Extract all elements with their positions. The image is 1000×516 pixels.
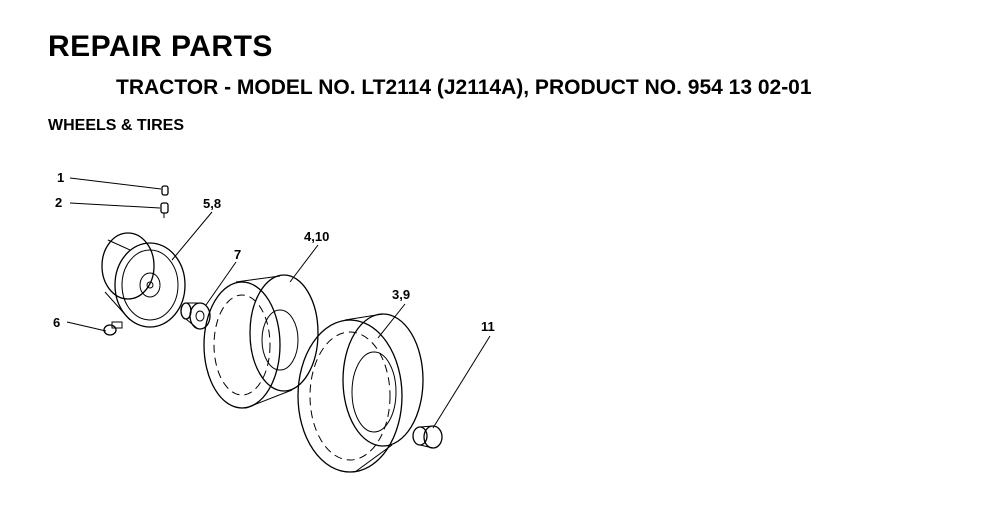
bushing-part xyxy=(180,302,211,330)
page-title: REPAIR PARTS xyxy=(48,30,273,63)
callout-4-10: 4,10 xyxy=(304,229,329,244)
leader-3-9 xyxy=(377,303,406,339)
callout-5-8: 5,8 xyxy=(203,196,221,211)
front-tire-part xyxy=(203,274,319,409)
callout-6: 6 xyxy=(53,315,60,330)
callout-2: 2 xyxy=(55,195,62,210)
valve-cap-part xyxy=(161,185,169,196)
callout-1: 1 xyxy=(57,170,64,185)
leader-7 xyxy=(205,261,237,306)
hub-cap-part xyxy=(412,425,443,449)
callout-7: 7 xyxy=(234,247,241,262)
wheel-rim-part xyxy=(101,232,186,328)
leader-5-8 xyxy=(171,211,213,261)
leader-4-10 xyxy=(289,244,319,283)
rear-tire-part xyxy=(297,313,424,473)
valve-stem-part xyxy=(160,202,169,218)
callout-3-9: 3,9 xyxy=(392,287,410,302)
leader-11 xyxy=(432,335,491,429)
callout-11: 11 xyxy=(481,319,495,334)
section-heading: WHEELS & TIRES xyxy=(48,117,185,134)
wheel-bolt-part xyxy=(103,321,123,336)
leader-6 xyxy=(66,321,107,332)
model-subtitle: TRACTOR - MODEL NO. LT2114 (J2114A), PRO… xyxy=(116,76,812,99)
leader-2 xyxy=(69,202,161,209)
leader-1 xyxy=(69,177,162,190)
